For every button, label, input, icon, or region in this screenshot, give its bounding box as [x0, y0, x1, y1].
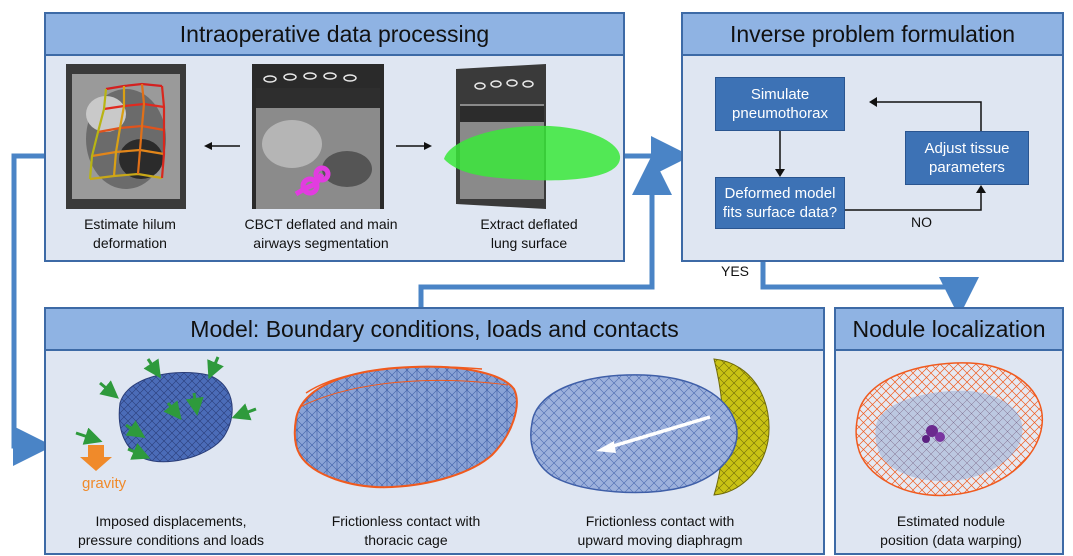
- panel-intraoperative-title: Intraoperative data processing: [46, 14, 623, 56]
- nodule-image: [855, 362, 1043, 497]
- connector-model-to-inverse: [418, 155, 672, 310]
- gravity-label: gravity: [82, 475, 127, 492]
- no-label: NO: [911, 214, 932, 230]
- panel-inverse-title: Inverse problem formulation: [683, 14, 1062, 56]
- imposed-loads-image: [75, 356, 257, 471]
- caption-cbct: CBCT deflated and main airways segmentat…: [244, 216, 398, 251]
- caption-lung-surface: Extract deflated lung surface: [480, 216, 578, 251]
- panel-nodule-title: Nodule localization: [836, 309, 1062, 351]
- panel-inverse-problem: Inverse problem formulation Simulate pne…: [681, 12, 1064, 262]
- thoracic-cage-image: [293, 365, 518, 489]
- yes-label: YES: [721, 263, 750, 279]
- lung-surface-image: [444, 64, 621, 209]
- connector-intraop-to-model: [11, 153, 53, 466]
- hilum-deformation-image: [66, 64, 186, 209]
- panel-model: Model: Boundary conditions, loads and co…: [44, 307, 825, 555]
- caption-nodule: Estimated nodule position (data warping): [880, 513, 1022, 548]
- panel-model-title: Model: Boundary conditions, loads and co…: [46, 309, 823, 351]
- cbct-airways-image: [252, 64, 384, 209]
- fits-surface-box: Deformed model fits surface data?: [715, 177, 845, 229]
- caption-thoracic: Frictionless contact with thoracic cage: [331, 513, 481, 548]
- arrow-right: [396, 142, 432, 150]
- diaphragm-image: [530, 358, 770, 496]
- adjust-parameters-box: Adjust tissue parameters: [905, 131, 1029, 185]
- panel-nodule: Nodule localization Estimated nodule pos…: [834, 307, 1064, 555]
- panel-intraoperative: Intraoperative data processing: [44, 12, 625, 262]
- caption-hilum: Estimate hilum deformation: [84, 216, 176, 251]
- caption-diaphragm: Frictionless contact with upward moving …: [577, 513, 743, 548]
- arrow-left: [204, 142, 240, 150]
- inverse-flow-arrows: [775, 97, 986, 211]
- caption-imposed: Imposed displacements, pressure conditio…: [77, 513, 264, 548]
- simulate-pneumothorax-box: Simulate pneumothorax: [715, 77, 845, 131]
